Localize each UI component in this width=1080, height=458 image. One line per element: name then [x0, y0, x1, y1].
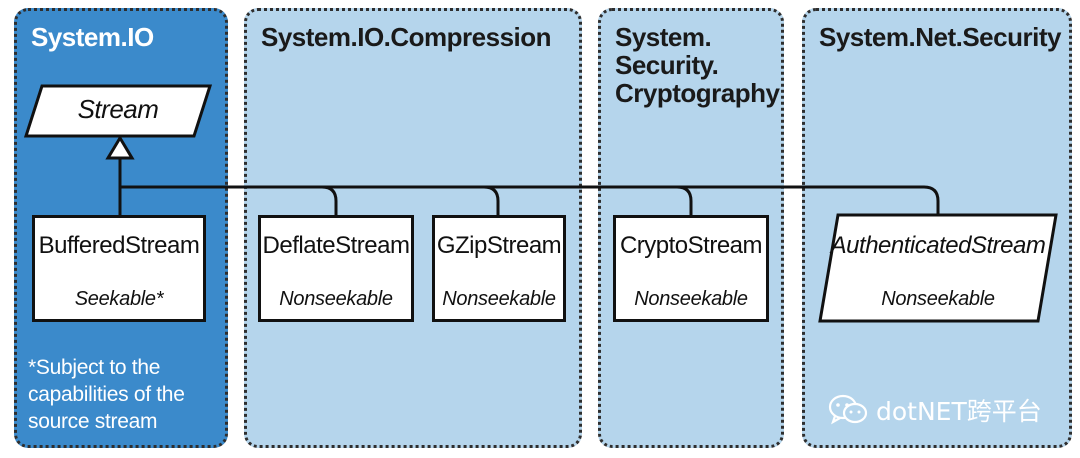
cryptography-title: System. Security. Cryptography — [615, 22, 780, 108]
authenticated-stream-tag: Nonseekable — [881, 288, 995, 310]
buffered-stream-box: BufferedStream Seekable* — [32, 215, 206, 322]
watermark: dotNET跨平台 — [828, 393, 1042, 427]
footnote: *Subject to the capabilities of the sour… — [28, 356, 185, 433]
compression-title: System.IO.Compression — [261, 22, 552, 52]
watermark-text: dotNET跨平台 — [876, 397, 1042, 426]
buffered-stream-tag: Seekable* — [74, 288, 164, 310]
crypto-stream-box: CryptoStream Nonseekable — [613, 215, 769, 322]
crypto-stream-tag: Nonseekable — [634, 288, 748, 310]
system-io-title: System.IO — [31, 22, 154, 52]
crypto-stream-name: CryptoStream — [619, 232, 763, 259]
buffered-stream-name: BufferedStream — [38, 232, 200, 259]
net-security-title: System.Net.Security — [819, 22, 1061, 52]
deflate-stream-box: DeflateStream Nonseekable — [258, 215, 414, 322]
net-security-panel: System.Net.Security — [802, 8, 1072, 448]
gzip-stream-name: GZipStream — [436, 232, 562, 259]
authenticated-stream-name: AuthenticatedStream — [830, 232, 1046, 259]
gzip-stream-box: GZipStream Nonseekable — [432, 215, 566, 322]
deflate-stream-name: DeflateStream — [262, 232, 410, 259]
gzip-stream-tag: Nonseekable — [442, 288, 556, 310]
deflate-stream-tag: Nonseekable — [279, 288, 393, 310]
stream-label: Stream — [77, 94, 159, 124]
wechat-icon — [828, 394, 868, 425]
